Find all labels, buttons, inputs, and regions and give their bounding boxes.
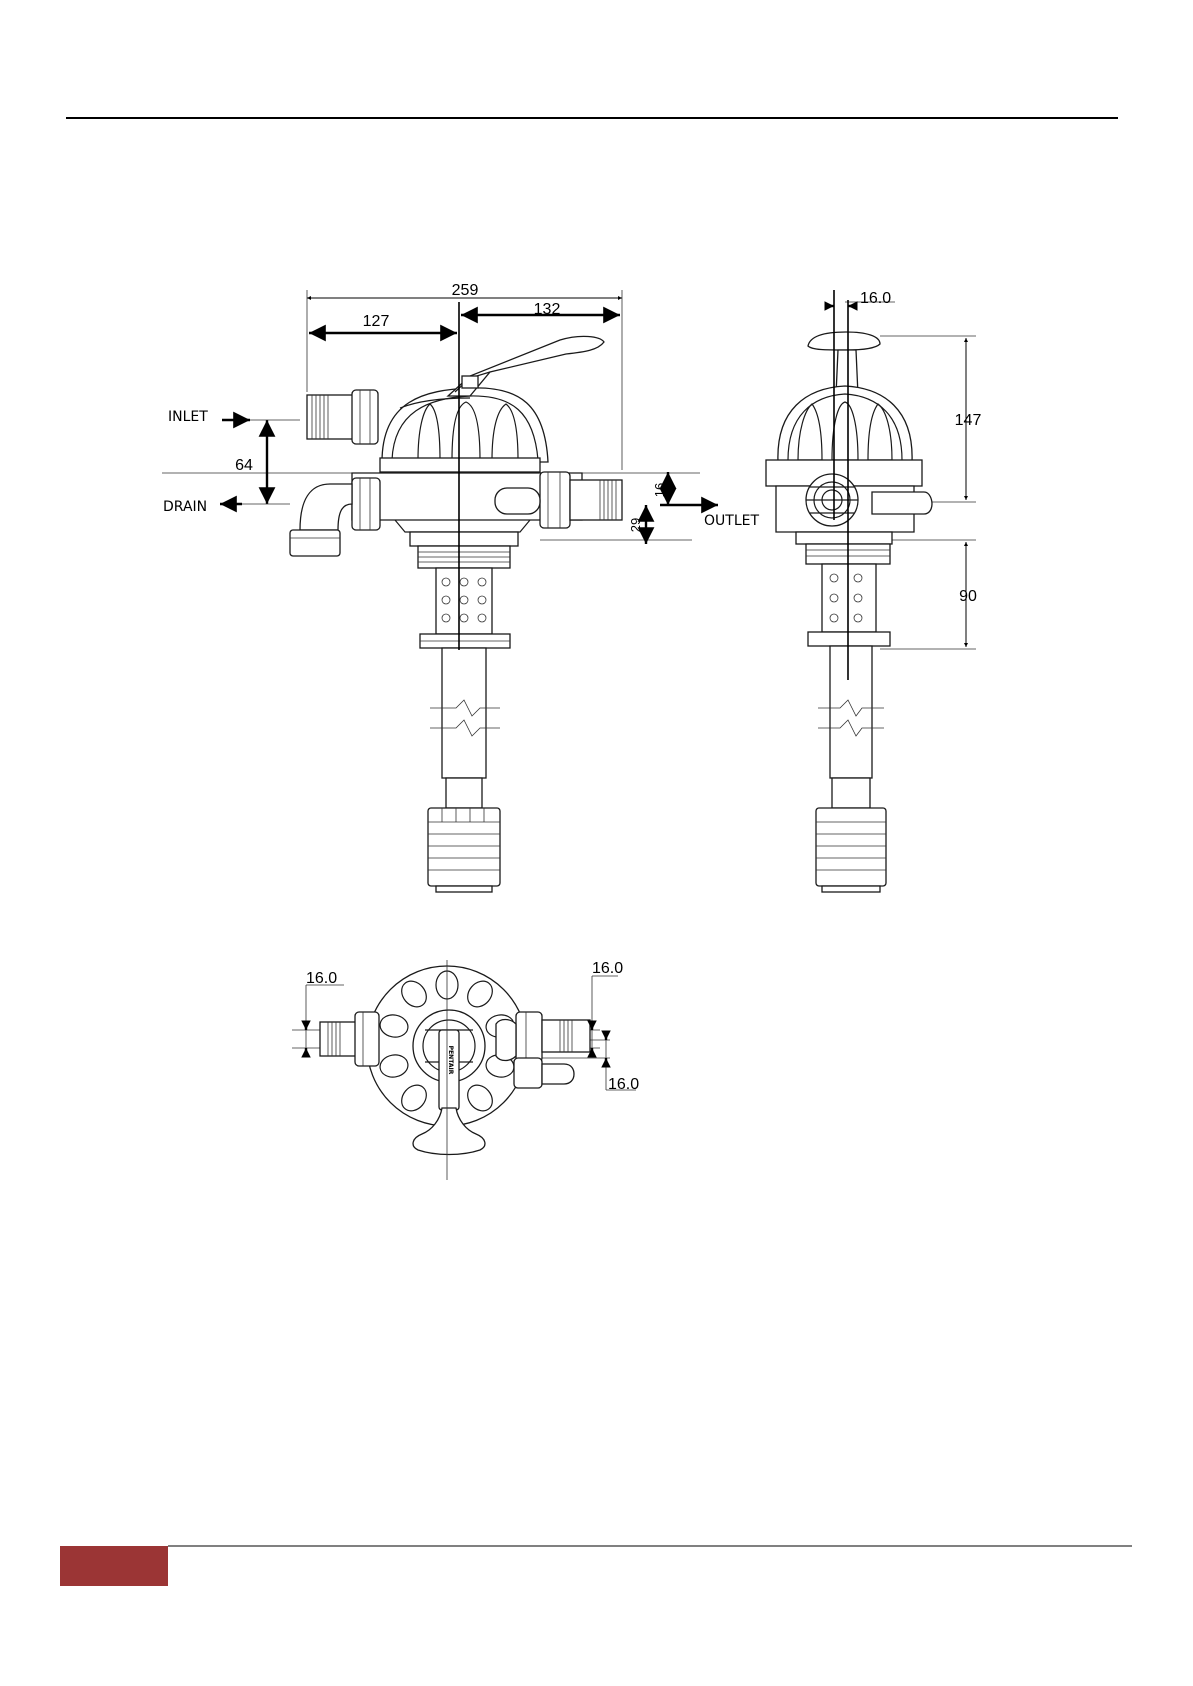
- dim-top-right-offset: 16.0: [608, 1076, 639, 1093]
- top-view: PENTAIR 16.0 16.0: [292, 960, 639, 1180]
- dim-outlet-offset: 16: [652, 483, 667, 497]
- dim-body-height: 90: [959, 588, 977, 605]
- dim-right: 132: [534, 301, 561, 318]
- dim-total: 259: [452, 282, 479, 299]
- footer-accent-tab: [60, 1546, 168, 1586]
- dim-top-left: 16.0: [306, 970, 337, 987]
- dim-top-right: 16.0: [592, 960, 623, 977]
- dim-left: 127: [363, 313, 390, 330]
- side-view: 16.0 147 90: [766, 290, 981, 892]
- brand-mark: PENTAIR: [447, 1046, 454, 1075]
- drain-label: DRAIN: [163, 499, 207, 515]
- dim-inlet-drain: 64: [235, 457, 253, 474]
- front-view: 259 127 132 64 16 29 INLET DRAIN OUTLET: [162, 282, 759, 892]
- dim-head-height: 147: [955, 412, 982, 429]
- dim-side-offset: 16.0: [860, 290, 891, 307]
- outlet-label: OUTLET: [704, 513, 759, 529]
- inlet-label: INLET: [168, 409, 208, 425]
- dim-outlet-drop: 29: [628, 518, 643, 532]
